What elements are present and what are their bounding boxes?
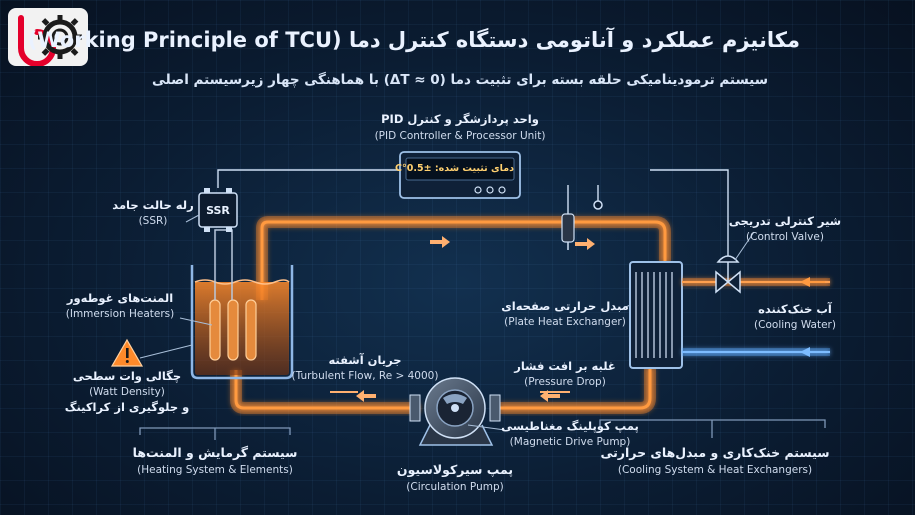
brand-logo [8,8,88,67]
ssr-title: رله حالت جامد [112,198,194,212]
cooling-water-subtitle: (Cooling Water) [754,319,836,331]
ssr-subtitle: (SSR) [138,215,168,227]
pid-controller-unit [399,151,521,199]
pid-subtitle: (PID Controller & Processor Unit) [374,130,546,142]
return-pipe [230,368,656,414]
cooling-system-title: سیستم خنک‌کاری و مبدل‌های حرارتی [600,445,830,460]
turbulent-flow-title: جریان آشفته [328,353,402,367]
heating-system-title: سیستم گرمایش و المنت‌ها [132,445,298,460]
heating-tank [190,229,294,380]
cooling-system-subtitle: (Cooling System & Heat Exchangers) [617,464,813,476]
magnetic-pump-subtitle: (Magnetic Drive Pump) [509,436,631,448]
watt-density-line3: و جلوگیری از کراکینگ [64,400,190,414]
circulation-pump-subtitle: (Circulation Pump) [406,481,504,493]
leader-lines [139,214,755,431]
pid-title: واحد پردازشگر و کنترل PID [381,112,539,126]
subsystem-brackets [139,419,826,440]
plate-heat-exchanger [629,261,683,369]
plate-hx-subtitle: (Plate Heat Exchanger) [504,316,626,328]
magnetic-pump-title: پمپ کوپلینگ مغناطیسی [501,419,639,433]
plate-hx-title: مبدل حرارتی صفحه‌ای [501,299,629,313]
cooling-arrows [800,277,825,357]
warning-icon [110,338,144,367]
turbulent-flow-subtitle: (Turbulent Flow, Re > 4000) [291,370,439,382]
immersion-heaters-subtitle: (Immersion Heaters) [65,308,175,320]
heating-system-subtitle: (Heating System & Elements) [137,464,293,476]
temperature-sensor [561,213,575,250]
control-valve [715,255,741,294]
control-wiring [217,169,729,256]
pid-display-readout: دمای تثبیت شده: ±0.5°C [395,163,514,174]
hot-supply-pipe [256,216,671,300]
immersion-heaters-title: المنت‌های غوطه‌ور [66,291,174,305]
ssr-relay [198,188,238,232]
pressure-drop-title: غلبه بر افت فشار [514,359,616,373]
cooling-water-lines [682,278,830,356]
control-valve-subtitle: (Control Valve) [746,231,824,243]
immersion-heater-elements [209,299,257,361]
circulation-pump [409,377,501,446]
page-subtitle: سیستم ترمودینامیکی حلقه بسته برای تثبیت … [152,72,768,88]
watt-density-line2: (Watt Density) [89,386,165,398]
ssr-label: SSR [206,204,230,217]
pressure-drop-subtitle: (Pressure Drop) [524,376,606,388]
cooling-water-title: آب خنک‌کننده [758,302,832,316]
page-title: مکانیزم عملکرد و آناتومی دستگاه کنترل دم… [27,28,800,52]
circulation-pump-title: پمپ سیرکولاسیون [396,462,514,477]
control-valve-title: شیر کنترلی تدریجی [728,214,842,228]
flow-arrows [330,236,595,402]
watt-density-line1: چگالی وات سطحی [72,369,182,383]
